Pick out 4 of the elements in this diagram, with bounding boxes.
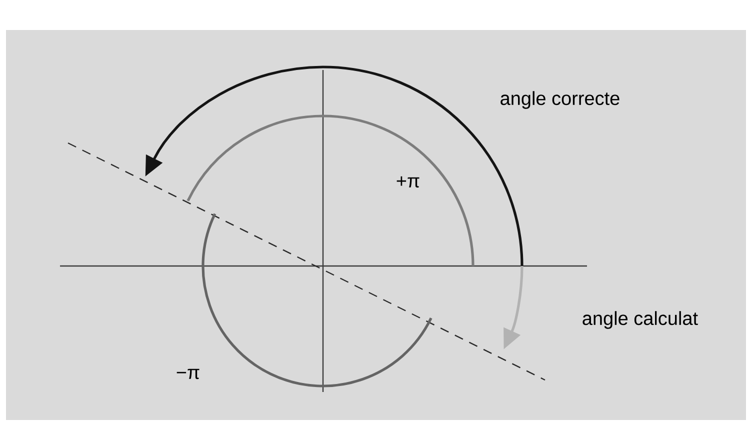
- sign-label: −π: [176, 368, 200, 380]
- sign-label: +π: [396, 176, 420, 188]
- angle-label: angle calculat: [582, 311, 698, 329]
- angle-label: angle correcte: [500, 91, 620, 109]
